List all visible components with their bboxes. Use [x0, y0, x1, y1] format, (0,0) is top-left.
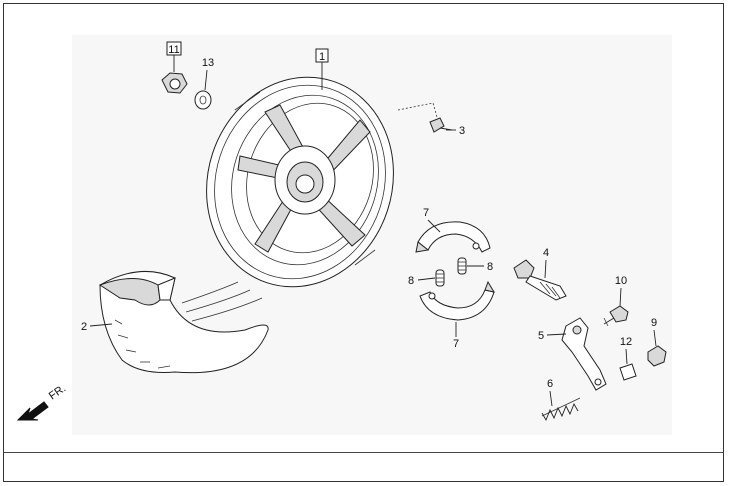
bolt — [603, 305, 629, 327]
flange-nut — [161, 72, 188, 94]
svg-text:8: 8 — [408, 275, 414, 287]
callout-3: 3 — [446, 125, 465, 137]
callout-7-upper: 7 — [423, 207, 441, 233]
return-spring — [541, 397, 581, 422]
svg-text:3: 3 — [459, 125, 465, 137]
svg-text:2: 2 — [81, 321, 87, 333]
pin — [619, 363, 637, 381]
cap-nut — [647, 345, 667, 367]
svg-text:6: 6 — [547, 378, 553, 390]
bottom-divider — [3, 452, 724, 453]
front-direction-label: FR. — [47, 382, 68, 402]
svg-text:13: 13 — [202, 57, 214, 69]
svg-text:5: 5 — [538, 330, 544, 342]
svg-text:9: 9 — [651, 317, 657, 329]
callout-2: 2 — [81, 321, 113, 333]
brake-shoe-lower — [419, 280, 496, 321]
svg-text:7: 7 — [423, 207, 429, 219]
svg-text:8: 8 — [487, 261, 493, 273]
callout-8-left: 8 — [408, 275, 436, 287]
callout-13: 13 — [202, 57, 214, 91]
front-direction-arrow — [16, 401, 49, 421]
svg-text:7: 7 — [453, 338, 459, 350]
brake-shoe-upper — [415, 221, 491, 253]
svg-text:11: 11 — [168, 44, 179, 56]
tire — [98, 270, 269, 374]
brake-spring-left — [435, 269, 445, 287]
svg-text:12: 12 — [620, 336, 632, 348]
brake-cam — [513, 259, 567, 301]
washer — [194, 90, 212, 110]
tire-valve — [397, 102, 453, 133]
svg-text:1: 1 — [319, 51, 325, 63]
callout-12: 12 — [620, 336, 632, 365]
callout-11: 11 — [166, 41, 182, 72]
brake-arm — [561, 317, 607, 391]
callout-10: 10 — [615, 275, 627, 307]
svg-text:4: 4 — [543, 247, 549, 259]
callout-1: 1 — [315, 48, 329, 90]
callout-7-lower: 7 — [453, 322, 459, 350]
wheel-rim — [206, 76, 394, 288]
brake-spring-right — [457, 257, 467, 275]
svg-text:10: 10 — [615, 275, 627, 287]
callout-8-right: 8 — [467, 261, 493, 273]
callout-9: 9 — [651, 317, 657, 347]
callout-6: 6 — [547, 378, 553, 407]
callout-4: 4 — [543, 247, 549, 279]
callout-5: 5 — [538, 330, 567, 342]
